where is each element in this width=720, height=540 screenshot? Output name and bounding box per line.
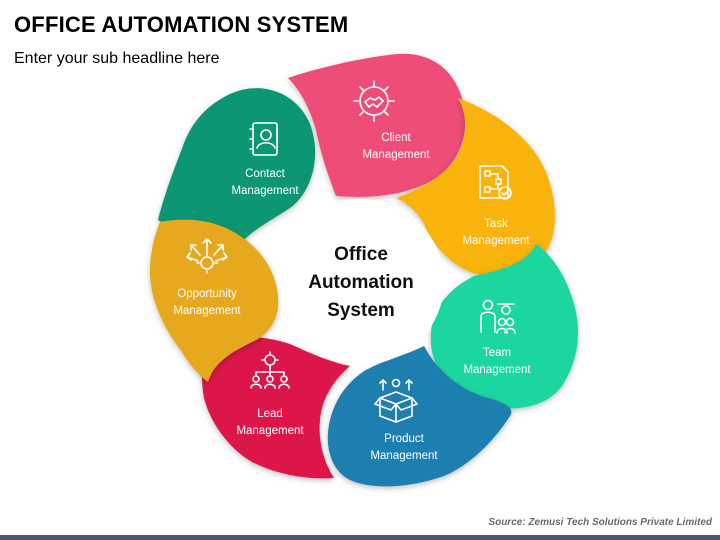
segment-label-line1: Contact bbox=[245, 168, 285, 180]
segment-lead-management: Lead Management bbox=[202, 336, 350, 479]
segment-product-management: Product Management bbox=[327, 346, 512, 487]
segment-shape bbox=[150, 219, 279, 382]
lead-network-icon bbox=[250, 351, 290, 389]
segment-label-line2: Management bbox=[463, 364, 531, 376]
segment-label-line2: Management bbox=[370, 450, 438, 462]
center-label-line1: Office bbox=[334, 244, 388, 265]
segment-task-management: Task Management bbox=[396, 98, 555, 276]
center-circle bbox=[278, 199, 444, 365]
segment-label-line2: Management bbox=[462, 235, 530, 247]
page-subtitle: Enter your sub headline here bbox=[14, 50, 220, 67]
segment-shape bbox=[396, 98, 555, 276]
segment-label-line1: Client bbox=[381, 132, 411, 144]
opportunity-arrows-icon bbox=[186, 238, 228, 274]
segment-label-line2: Management bbox=[362, 149, 430, 161]
segment-label-line2: Management bbox=[231, 185, 299, 197]
segment-label-line1: Task bbox=[484, 218, 508, 230]
handshake-gear-icon bbox=[353, 80, 395, 122]
source-note: Source: Zemusi Tech Solutions Private Li… bbox=[488, 517, 712, 528]
segment-opportunity-management: Opportunity Management bbox=[150, 219, 279, 382]
segment-team-management: Team Management bbox=[430, 244, 578, 409]
segment-label-line1: Lead bbox=[257, 408, 283, 420]
center-label-line2: Automation bbox=[308, 272, 414, 293]
center-hub: Office Automation System bbox=[278, 199, 444, 365]
segment-shape bbox=[202, 336, 350, 479]
segment-shape bbox=[288, 53, 466, 197]
contact-book-icon bbox=[249, 122, 278, 156]
segment-contact-management: Contact Management bbox=[158, 88, 316, 256]
task-flow-document-icon bbox=[479, 165, 512, 200]
footer-bar bbox=[0, 535, 720, 540]
segment-shape bbox=[430, 244, 578, 409]
segment-client-management: Client Management bbox=[288, 53, 466, 197]
page-title: OFFICE AUTOMATION SYSTEM bbox=[14, 12, 349, 37]
center-label-line3: System bbox=[327, 300, 395, 321]
segment-shape bbox=[158, 88, 316, 256]
segment-label-line2: Management bbox=[236, 425, 304, 437]
segment-label-line2: Management bbox=[173, 305, 241, 317]
segment-label-line1: Team bbox=[483, 347, 511, 359]
segment-shape bbox=[327, 346, 512, 487]
team-icon bbox=[480, 299, 516, 334]
segment-label-line1: Product bbox=[384, 433, 424, 445]
segment-label-line1: Opportunity bbox=[177, 288, 237, 300]
product-box-icon bbox=[374, 378, 418, 423]
